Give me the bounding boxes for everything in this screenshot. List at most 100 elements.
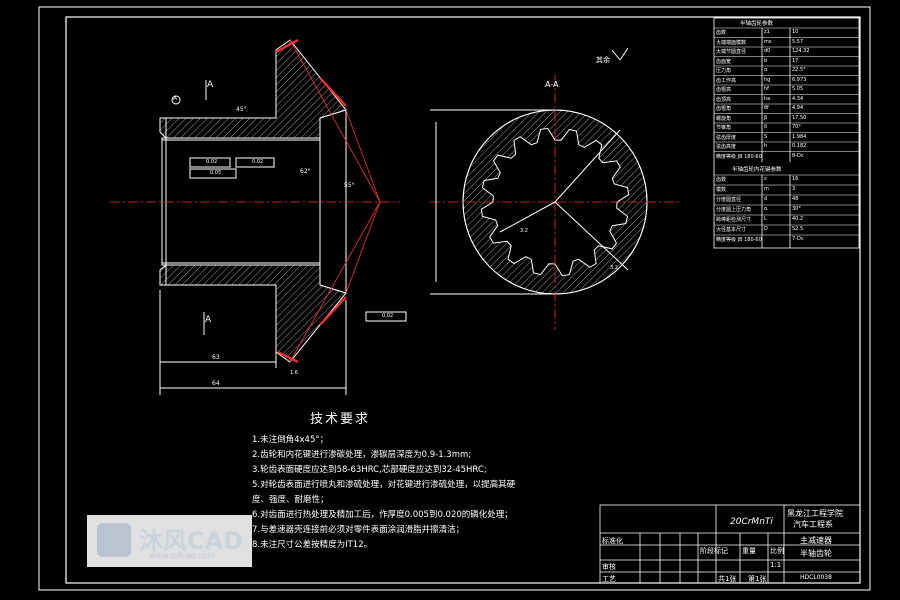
tolerance-1: 0.02 xyxy=(206,159,218,165)
param-cell: 4.94 xyxy=(792,105,804,111)
param-cell: 齿面宽 xyxy=(716,58,732,65)
param-cell: h xyxy=(764,143,768,149)
tech-requirements-title: 技术要求 xyxy=(310,412,371,427)
param-cell: 52.5 xyxy=(792,226,804,232)
section-label: A-A xyxy=(545,80,559,89)
param-cell: L xyxy=(764,216,767,222)
param-table-frame xyxy=(713,17,860,249)
param-cell: 124.32 xyxy=(792,48,810,54)
tech-requirement-item: 8.未注尺寸公差按精度为IT12。 xyxy=(252,540,373,550)
param-cell: hg xyxy=(764,76,771,83)
angle-2: 55° xyxy=(344,182,355,189)
param-cell: z xyxy=(764,176,767,182)
roughness-2: 3.2 xyxy=(520,228,528,234)
param-cell: β xyxy=(764,114,768,121)
watermark-url: www.mfcad.com xyxy=(149,551,216,560)
spline-section-view xyxy=(430,47,680,330)
param-cell: 0.182 xyxy=(792,143,807,149)
param-cell: 齿顶高 xyxy=(716,96,732,103)
watermark: 沐风CAD www.mfcad.com xyxy=(87,515,252,567)
sheet-number: 第1张 xyxy=(748,575,767,583)
param-cell: 弦齿厚度 xyxy=(716,134,737,141)
param-cell: S xyxy=(764,133,768,140)
roughness-note: 其余 xyxy=(596,56,610,64)
param-cell: 8-Dc xyxy=(792,152,804,159)
dim-45deg: 45° xyxy=(236,106,247,113)
param-cell: d0 xyxy=(764,48,771,54)
param-cell: D xyxy=(764,226,768,232)
datum-ref: A xyxy=(173,95,178,102)
view-label-a-top: A xyxy=(207,80,214,90)
drawing-number: 20CrMnTi xyxy=(730,517,773,527)
param-cell: 大端节圆直径 xyxy=(716,49,747,55)
param-cell: 5.57 xyxy=(792,38,804,45)
param-cell: δ xyxy=(764,124,768,130)
param-cell: 压力角 xyxy=(716,68,732,74)
param-cell: 螺旋角 xyxy=(716,115,732,122)
review-label: 审核 xyxy=(602,563,616,571)
gear-section-view xyxy=(110,39,407,395)
school-name: 黑龙江工程学院 xyxy=(787,509,843,518)
stage-label: 阶段标记 xyxy=(700,547,728,555)
param-cell: 齿根角 xyxy=(716,106,732,112)
param-cell: 5.05 xyxy=(792,86,804,92)
param-cell: 齿数 xyxy=(716,177,727,183)
param-cell: 节锥角 xyxy=(716,125,732,131)
param-cell: m xyxy=(764,186,769,192)
param-cell: 3 xyxy=(792,186,796,192)
param-cell: 齿工作高 xyxy=(716,77,737,84)
title-block-frame xyxy=(599,504,861,584)
param-cell: z1 xyxy=(764,29,770,35)
param-cell: b xyxy=(764,57,768,64)
tolerance-4: 0.02 xyxy=(382,313,394,319)
tolerance-2: 0.05 xyxy=(210,170,222,176)
watermark-brand: 沐风CAD xyxy=(139,527,244,555)
view-label-a-bottom: A xyxy=(205,315,212,325)
param-cell: 4.34 xyxy=(792,95,804,102)
dept-name: 汽车工程系 xyxy=(793,520,833,529)
sheets-total: 共1张 xyxy=(718,575,737,583)
param-cell: 精度等级 JB 180-60 xyxy=(716,153,762,160)
tech-requirement-item: 5.对轮齿表面进行喷丸和渗硫处理，对花键进行渗硫处理，以提高其硬 xyxy=(252,480,516,490)
drawing-code: HDCL0038 xyxy=(800,574,832,581)
part-name-1: 主减速器 xyxy=(800,536,832,545)
param-cell: 分度圆直径 xyxy=(716,197,742,203)
tech-requirement-item: 2.齿轮和内花键进行渗碳处理，渗碳层深度为0.9-1.3mm; xyxy=(252,450,472,460)
param-cell: ms xyxy=(764,38,772,45)
param-cell: θf xyxy=(764,105,769,111)
param-cell: 大端端面模数 xyxy=(716,39,747,46)
param-cell: 分度圆上压力角 xyxy=(716,207,752,213)
scale-value: 1:1 xyxy=(770,561,782,569)
outer-border xyxy=(38,6,871,591)
tech-requirement-item: 3.轮齿表面硬度应达到58-63HRC,芯部硬度应达到32-45HRC; xyxy=(252,465,487,475)
tech-requirement-item: 7.与差速器壳连接前必须对零件表面涂润滑脂并擦清洁； xyxy=(252,525,465,535)
param-cell: 大径基本尺寸 xyxy=(716,227,747,233)
param-cell: 17 xyxy=(792,57,799,64)
param-cell: 10 xyxy=(792,29,799,35)
param-cell: 跨棒距检测尺寸 xyxy=(716,217,752,223)
param-cell: 17.50 xyxy=(792,114,807,121)
param-cell: 齿根高 xyxy=(716,87,732,93)
spline-table-title: 半轴齿轮内花键参数 xyxy=(732,167,782,173)
param-table-title: 半轴齿轮参数 xyxy=(740,21,774,27)
tech-requirement-item: 度、强度、耐磨性； xyxy=(252,495,329,505)
param-cell: hf xyxy=(764,86,769,92)
param-cell: α xyxy=(764,206,768,212)
param-cell: 22.5° xyxy=(792,67,806,73)
std-label: 标准化 xyxy=(602,537,623,545)
scale-label: 比例 xyxy=(770,547,784,555)
tech-requirement-item: 6.对齿面进行热处理及精加工后，作厚度0.005到0.020的磷化处理； xyxy=(252,510,513,520)
param-cell: 齿数 xyxy=(716,30,727,36)
roughness-1: 3.2 xyxy=(610,265,618,271)
process-label: 工艺 xyxy=(602,575,616,583)
param-cell: ha xyxy=(764,95,771,102)
tech-requirement-item: 1.未注倒角4x45°； xyxy=(252,435,329,445)
param-cell: 70° xyxy=(792,124,801,130)
dim-63: 63 xyxy=(212,354,220,361)
param-cell: 6.973 xyxy=(792,76,807,83)
weight-label: 重量 xyxy=(742,547,756,555)
param-cell: 弦齿高度 xyxy=(716,144,737,150)
dim-64: 64 xyxy=(212,380,220,387)
roughness-3: 1.6 xyxy=(290,370,298,376)
